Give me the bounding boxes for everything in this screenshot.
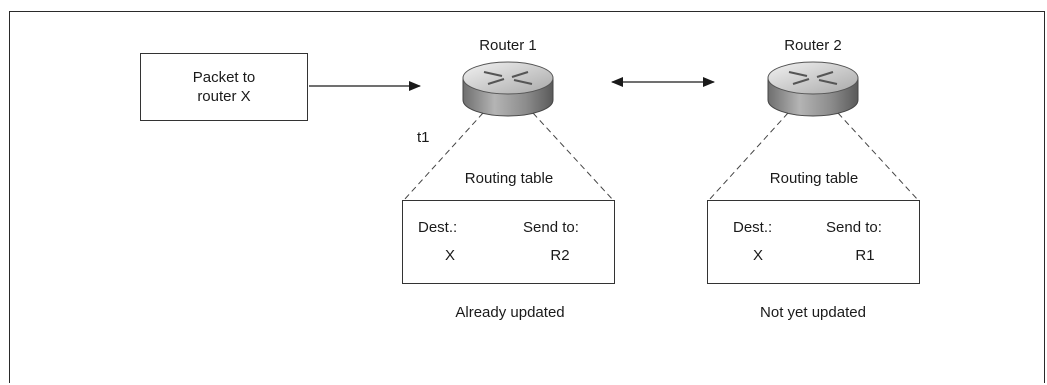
router-icon bbox=[767, 61, 859, 117]
router-1-dest-value: X bbox=[444, 247, 455, 264]
router-2-table-title: Routing table bbox=[769, 170, 859, 187]
packet-box: Packet to router X bbox=[140, 53, 308, 121]
router-1-name: Router 1 bbox=[479, 37, 537, 54]
router-2-status: Not yet updated bbox=[760, 304, 866, 321]
router-2-send-value: R1 bbox=[855, 247, 875, 264]
router-2-col-dest: Dest.: bbox=[733, 219, 773, 236]
router-1-status: Already updated bbox=[455, 304, 565, 321]
router-2-routing-table bbox=[707, 200, 920, 284]
router-1-table-title: Routing table bbox=[464, 170, 554, 187]
router-1-col-send: Send to: bbox=[523, 219, 579, 236]
router-2-col-send: Send to: bbox=[826, 219, 882, 236]
router-1-send-value: R2 bbox=[550, 247, 570, 264]
router-1-col-dest: Dest.: bbox=[418, 219, 458, 236]
packet-label-line1: Packet to bbox=[192, 69, 256, 86]
router-1-routing-table bbox=[402, 200, 615, 284]
router-2-dest-value: X bbox=[752, 247, 763, 264]
packet-label-line2: router X bbox=[197, 88, 251, 105]
router-1-time-label: t1 bbox=[417, 129, 430, 146]
router-2-name: Router 2 bbox=[784, 37, 842, 54]
diagram-frame bbox=[9, 11, 1045, 383]
router-icon bbox=[462, 61, 554, 117]
